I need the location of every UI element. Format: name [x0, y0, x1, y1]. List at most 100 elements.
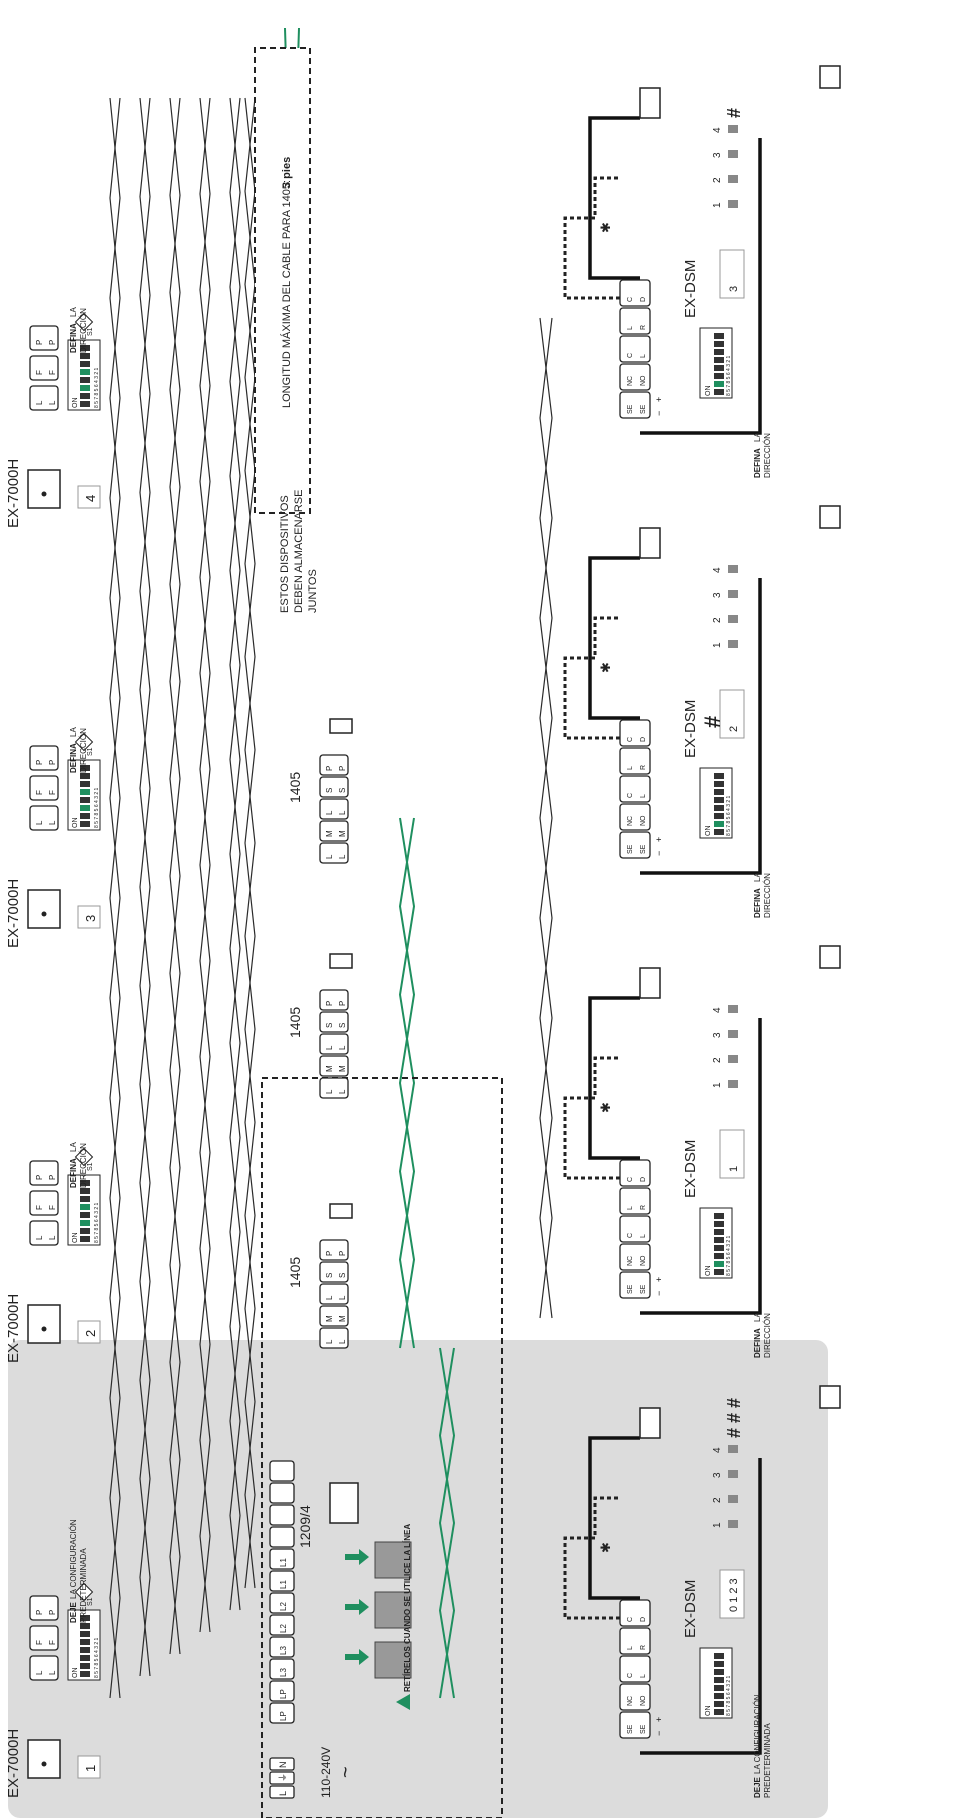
controller-terminal	[269, 1570, 295, 1592]
ds-dip-lever	[714, 1213, 724, 1219]
ds-strike-icon	[639, 87, 661, 119]
monitor-terminal	[29, 1220, 59, 1246]
module-terminal	[319, 1011, 349, 1033]
ds-terminal-label: C	[627, 1673, 634, 1678]
monitor-terminal-label: F	[35, 370, 44, 375]
ds-polarity-minus: −	[654, 851, 664, 856]
monitor-note-line2: DIRECCIÓN	[79, 1143, 88, 1188]
controller-terminal-label: L1	[279, 1580, 288, 1589]
ds-switch-icon	[728, 1445, 738, 1453]
controller-terminal-blank	[269, 1526, 295, 1548]
monitor-button-icon	[41, 1761, 47, 1767]
power-terminal	[269, 1771, 295, 1785]
controller-terminal-label: L3	[279, 1646, 288, 1655]
door-station-model-label: EX-DSM	[682, 1580, 699, 1638]
ds-dip-lever	[714, 381, 724, 387]
monitor-bus-pair	[109, 97, 121, 1699]
module-label: 1405	[287, 1257, 303, 1288]
module-terminal-label: M	[325, 830, 334, 837]
ds-switch-icon	[728, 1520, 738, 1528]
ds-polarity-minus: −	[654, 411, 664, 416]
ds-lock-icon	[819, 945, 841, 969]
module-terminal-label: L	[325, 1339, 334, 1344]
module-label: 1405	[287, 1007, 303, 1038]
module-terminal-label: S	[325, 1023, 334, 1028]
monitor-terminal-label: P	[48, 340, 57, 345]
ds-terminal-label: NO	[640, 375, 647, 386]
monitor-button-icon	[41, 491, 47, 497]
ds-dip-lever	[714, 829, 724, 835]
ds-number: 3	[728, 286, 740, 292]
monitor-bus-pair	[199, 97, 211, 1633]
ds-dip-lever	[714, 1229, 724, 1235]
ds-terminal	[619, 1711, 651, 1739]
dip-rotary-icon	[74, 1147, 94, 1167]
ds-note-bold: DEFINA	[753, 1328, 762, 1358]
controller-terminal	[269, 1614, 295, 1636]
module-terminal	[319, 1305, 349, 1327]
module-terminal-label: L	[325, 1089, 334, 1094]
module-terminal	[319, 1055, 349, 1077]
ds-terminal-label: NC	[627, 1256, 634, 1266]
legend-hash: #	[700, 716, 725, 728]
module-terminal	[319, 754, 349, 776]
monitor-model-label: EX-7000H	[5, 1729, 22, 1798]
ds-dip-lever	[714, 805, 724, 811]
controller-terminal	[269, 1636, 295, 1658]
monitor-model-label: EX-7000H	[5, 879, 22, 948]
ds-terminal-label: NC	[627, 816, 634, 826]
ds-terminal	[619, 775, 651, 803]
ds-number: 2	[728, 726, 740, 732]
controller-icon	[329, 1482, 359, 1524]
default-group-shade	[8, 1340, 828, 1818]
ds-terminal	[619, 719, 651, 747]
ds-switch-row-label: 4	[712, 127, 723, 133]
ds-switch-row-label: 4	[712, 567, 723, 573]
ds-note-rest: LA	[753, 432, 762, 442]
power-terminal-label: L	[278, 1791, 288, 1796]
module-bus-pair	[398, 817, 416, 1349]
monitor-bus-pair	[199, 97, 211, 1633]
module-terminal-label: L	[338, 810, 347, 815]
ds-dip-on-label: ON	[705, 1266, 712, 1277]
door-station-model-label: EX-DSM	[682, 260, 699, 318]
ds-dip-on-label: ON	[705, 1706, 712, 1717]
dip-lever	[80, 345, 90, 351]
monitor-screen-icon	[27, 889, 61, 929]
dip-rotary-icon	[74, 732, 94, 752]
monitor-terminal-label: L	[48, 1235, 57, 1240]
dip-lever	[80, 1212, 90, 1218]
ds-note-line2: DIRECCIÓN	[763, 873, 772, 918]
ds-terminal-label: D	[640, 737, 647, 742]
relay-module-icon	[374, 1591, 412, 1629]
controller-terminal	[269, 1680, 295, 1702]
dip-lever	[80, 401, 90, 407]
ds-terminal	[619, 363, 651, 391]
ds-dip-lever	[714, 341, 724, 347]
dip-lever	[80, 765, 90, 771]
ds-dip-lever	[714, 1269, 724, 1275]
ds-terminal	[619, 1655, 651, 1683]
ds-note-bold: DEJE	[753, 1776, 762, 1798]
monitor-note-bold: DEFINA	[69, 323, 78, 353]
monitor-number: 2	[83, 1330, 98, 1337]
monitor-terminal-label: F	[48, 1640, 57, 1645]
dip-lever	[80, 773, 90, 779]
dip-lever	[80, 377, 90, 383]
ds-terminal-label: SE	[640, 1724, 647, 1734]
door-station-model-label: EX-DSM	[682, 1140, 699, 1198]
module-terminal-label: P	[338, 1251, 347, 1256]
ds-terminal	[619, 1599, 651, 1627]
module-terminal-label: P	[325, 1251, 334, 1256]
ds-asterisk: ✱	[598, 1542, 613, 1553]
ds-terminal-label: L	[627, 1206, 634, 1210]
